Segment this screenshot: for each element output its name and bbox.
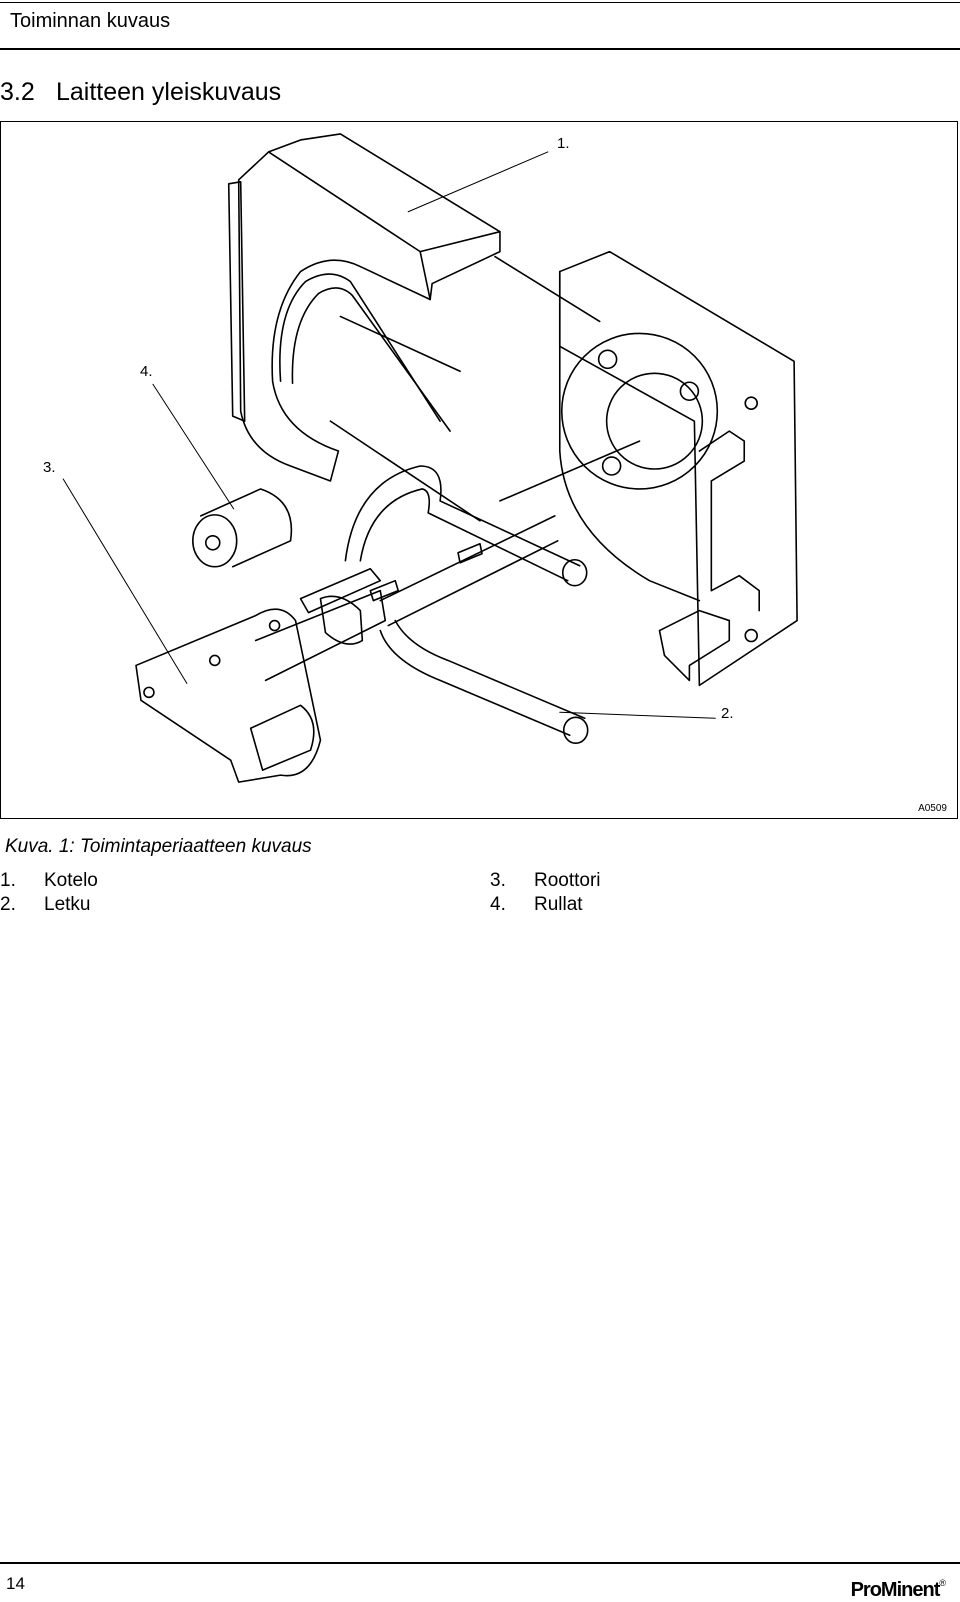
footer-rule bbox=[0, 1562, 960, 1564]
legend-label: Rullat bbox=[534, 894, 583, 915]
rotor-shaft bbox=[254, 589, 387, 682]
header-title: Toiminnan kuvaus bbox=[10, 10, 171, 32]
brand-name: ProMinent bbox=[850, 1579, 941, 1601]
legend-item: 2. Letku bbox=[0, 894, 90, 916]
legend-label: Kotelo bbox=[44, 870, 98, 891]
rotor-hub bbox=[319, 595, 364, 645]
section-title: Laitteen yleiskuvaus bbox=[56, 78, 282, 106]
roller-body bbox=[200, 488, 293, 568]
callout-1: 1. bbox=[557, 135, 570, 152]
legend-number: 4. bbox=[490, 894, 506, 915]
hose-end-bottom bbox=[562, 716, 589, 745]
flange-ring-outer bbox=[560, 332, 719, 490]
header-rule bbox=[0, 48, 960, 50]
block-hole-1 bbox=[744, 396, 758, 410]
legend-item: 1. Kotelo bbox=[0, 870, 98, 892]
roller-bore bbox=[204, 535, 221, 551]
legend-number: 2. bbox=[0, 894, 16, 915]
legend-number: 1. bbox=[0, 870, 16, 891]
flange-ring-inner bbox=[605, 372, 704, 470]
legend-item: 3. Roottori bbox=[490, 870, 601, 892]
housing-top bbox=[267, 151, 501, 301]
hose-lower bbox=[379, 619, 586, 737]
legend-label: Roottori bbox=[534, 870, 601, 891]
rotor-lower-roller bbox=[249, 704, 315, 771]
figure-pump-overview: 1. 2. 3. 4. A0509 bbox=[0, 121, 958, 819]
legend-number: 3. bbox=[490, 870, 506, 891]
callout-3: 3. bbox=[43, 459, 56, 476]
flange-hole-1 bbox=[597, 349, 618, 370]
brand-logo: ProMinent® bbox=[851, 1578, 946, 1602]
rotor-hole-2 bbox=[208, 654, 221, 667]
figure-caption: Kuva. 1: Toimintaperiaatteen kuvaus bbox=[5, 836, 312, 857]
rotor-arm bbox=[135, 608, 322, 783]
rotor-bar bbox=[379, 515, 559, 627]
housing-inner-arc bbox=[279, 273, 441, 422]
section-number: 3.2 bbox=[0, 78, 35, 106]
section-heading: 3.2 Laitteen yleiskuvaus bbox=[0, 78, 281, 107]
top-rule bbox=[0, 2, 960, 3]
block-hole-2 bbox=[744, 628, 758, 643]
shaft-slots bbox=[369, 542, 483, 602]
housing-inner-arc-2 bbox=[291, 287, 451, 432]
registered-mark: ® bbox=[939, 1578, 946, 1588]
right-block-face bbox=[558, 270, 701, 602]
rotor-hole-1 bbox=[143, 686, 155, 699]
hose-end-top bbox=[561, 558, 588, 587]
hose-loop bbox=[344, 465, 581, 582]
rotor-hole-3 bbox=[268, 619, 281, 632]
callout-2: 2. bbox=[721, 705, 734, 722]
housing-outline bbox=[237, 133, 501, 482]
housing-plate bbox=[227, 181, 246, 422]
legend-item: 4. Rullat bbox=[490, 894, 583, 916]
bottom-bracket bbox=[658, 609, 731, 682]
leader-lines bbox=[62, 151, 716, 719]
figure-code: A0509 bbox=[918, 803, 947, 814]
flange-hole-3 bbox=[679, 381, 700, 401]
page-number: 14 bbox=[6, 1574, 25, 1593]
roller-end bbox=[192, 514, 238, 568]
rotor-pin bbox=[299, 567, 382, 614]
block-slot bbox=[698, 430, 760, 612]
pump-drawing bbox=[62, 133, 798, 783]
legend-label: Letku bbox=[44, 894, 91, 915]
callout-4: 4. bbox=[140, 363, 153, 380]
flange-hole-2 bbox=[601, 456, 622, 476]
frame-lines bbox=[329, 255, 641, 522]
